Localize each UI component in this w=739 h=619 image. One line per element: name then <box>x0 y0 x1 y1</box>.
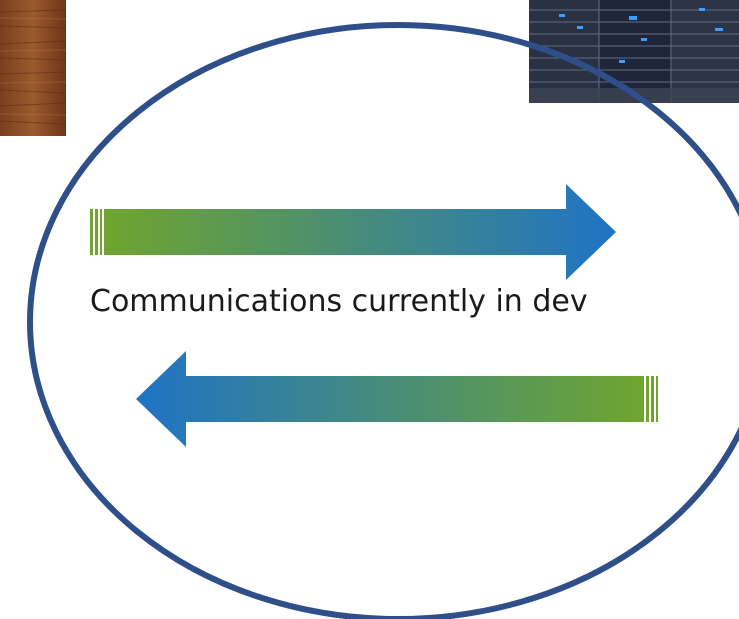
wood-texture-photo <box>0 0 66 136</box>
arrow-left <box>136 351 658 447</box>
arrow-right <box>90 184 616 280</box>
server-rack-photo <box>529 0 739 103</box>
boundary-ellipse <box>27 22 739 619</box>
diagram-caption: Communications currently in dev <box>90 284 588 319</box>
